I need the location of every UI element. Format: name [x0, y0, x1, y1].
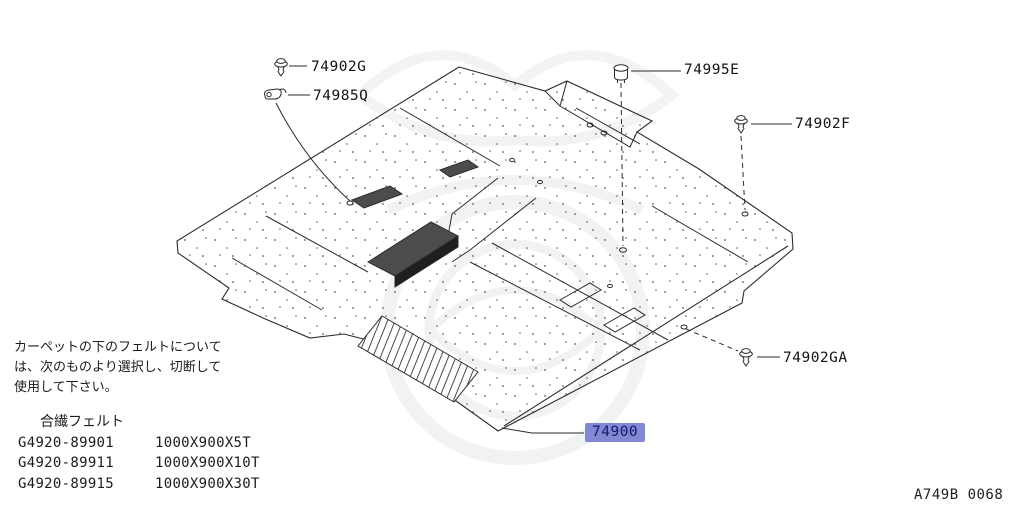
figure-code: A749B 0068 [914, 487, 1004, 503]
felt-part-number: G4920-89901 [18, 434, 115, 451]
callout-74902GA[interactable]: 74902GA [783, 350, 848, 366]
felt-row: G4920-89915 1000X900X30T [18, 474, 260, 495]
leader-lines [275, 65, 792, 434]
carpet-pads [350, 159, 480, 403]
felt-note: カーペットの下のフェルトについて は、次のものより選択し、切断して 使用して下さ… [14, 338, 222, 398]
carpet-details [231, 80, 749, 351]
felt-size: 1000X900X10T [155, 455, 260, 471]
felt-part-number: G4920-89915 [18, 475, 115, 492]
felt-part-number: G4920-89911 [18, 455, 115, 471]
push-clip-icon-74902F [734, 115, 748, 134]
carpet-outline [176, 66, 794, 432]
callout-74900-selected[interactable]: 74900 [585, 423, 646, 442]
felt-size: 1000X900X5T [155, 434, 252, 451]
callout-74985Q[interactable]: 74985Q [313, 88, 369, 104]
hook-clamp-icon-74985Q [264, 88, 287, 100]
felt-table-title: 合繊フェルト [40, 414, 124, 430]
felt-row: G4920-89911 1000X900X10T [18, 453, 260, 474]
note-line-2: は、次のものより選択し、切断して [14, 360, 222, 375]
note-line-1: カーペットの下のフェルトについて [14, 340, 222, 355]
grommet-plug-icon-74995E [613, 64, 629, 84]
felt-row: G4920-89901 1000X900X5T [18, 433, 260, 454]
callout-74902G[interactable]: 74902G [311, 59, 367, 75]
callout-74995E[interactable]: 74995E [684, 62, 740, 78]
felt-options-table: 合繊フェルト G4920-89901 1000X900X5T G4920-899… [18, 412, 260, 494]
push-clip-icon-74902GA [739, 348, 753, 367]
note-line-3: 使用して下さい。 [14, 380, 118, 395]
felt-size: 1000X900X30T [155, 475, 260, 492]
push-clip-icon-74902G [274, 58, 288, 77]
callout-74902F[interactable]: 74902F [795, 116, 851, 132]
